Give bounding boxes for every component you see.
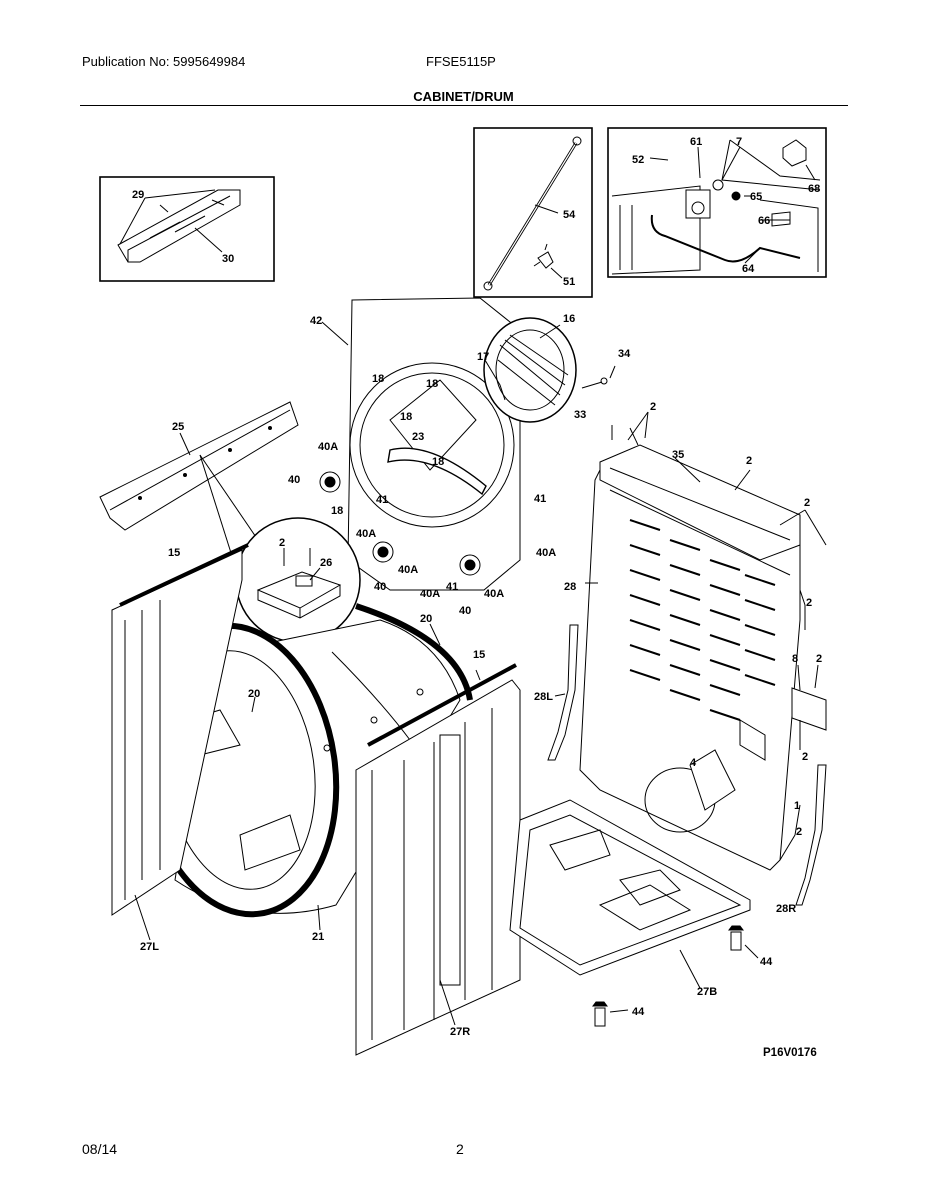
inset-water-valve — [607, 127, 827, 278]
small-plate — [791, 664, 827, 731]
callout-27L: 27L — [140, 941, 159, 953]
vent-grille — [483, 317, 616, 423]
callout-35: 35 — [672, 449, 684, 461]
cabinet-back-panel — [579, 454, 801, 871]
inset-vent-part — [99, 176, 275, 282]
left-side-panel — [111, 543, 249, 941]
callout-2-g: 2 — [802, 751, 808, 763]
callout-52: 52 — [632, 154, 644, 166]
callout-28L: 28L — [534, 691, 553, 703]
callout-29: 29 — [132, 189, 144, 201]
callout-1: 1 — [794, 800, 800, 812]
callout-28: 28 — [564, 581, 576, 593]
callout-40A-c: 40A — [536, 547, 556, 559]
callout-40A-b: 40A — [356, 528, 376, 540]
cabinet-base — [509, 799, 751, 989]
callout-21: 21 — [312, 931, 324, 943]
callout-40A-e: 40A — [484, 588, 504, 600]
callout-40-a: 40 — [288, 474, 300, 486]
callout-54: 54 — [563, 209, 576, 221]
callout-33: 33 — [574, 409, 586, 421]
header-rule — [80, 105, 848, 106]
callout-66: 66 — [758, 215, 770, 227]
callout-41-b: 41 — [534, 493, 546, 505]
callout-44-a: 44 — [760, 956, 773, 968]
callout-20-b: 20 — [248, 688, 260, 700]
publication-number: Publication No: 5995649984 — [82, 54, 246, 69]
callout-68: 68 — [808, 183, 820, 195]
callout-41-a: 41 — [376, 494, 388, 506]
section-title: CABINET/DRUM — [413, 89, 514, 104]
leveling-legs — [592, 925, 759, 1027]
console-bracket — [99, 401, 299, 531]
screw-leaders — [611, 411, 827, 861]
callout-18-c: 18 — [400, 411, 412, 423]
callout-34: 34 — [618, 348, 631, 360]
callout-18-e: 18 — [331, 505, 343, 517]
callout-61: 61 — [690, 136, 702, 148]
callout-8: 8 — [792, 653, 798, 665]
callout-30: 30 — [222, 253, 234, 265]
callout-2-h: 2 — [796, 826, 802, 838]
callout-25: 25 — [172, 421, 184, 433]
callout-17: 17 — [477, 351, 489, 363]
callout-40A-f: 40A — [420, 588, 440, 600]
page-number: 2 — [456, 1141, 464, 1157]
callout-65: 65 — [750, 191, 762, 203]
callout-2-f: 2 — [816, 653, 822, 665]
figure-code: P16V0176 — [763, 1047, 817, 1059]
callout-18-b: 18 — [426, 378, 438, 390]
callout-20-a: 20 — [420, 613, 432, 625]
callout-18-a: 18 — [372, 373, 384, 385]
callout-15-b: 15 — [473, 649, 485, 661]
control-board-zoom — [199, 454, 361, 643]
callout-42: 42 — [310, 315, 322, 327]
callout-16: 16 — [563, 313, 575, 325]
callout-23: 23 — [412, 431, 424, 443]
callout-40A-d: 40A — [398, 564, 418, 576]
callout-41-c: 41 — [446, 581, 458, 593]
footer-date: 08/14 — [82, 1141, 118, 1157]
callout-40-c: 40 — [459, 605, 471, 617]
callout-2-b: 2 — [650, 401, 656, 413]
callout-28R: 28R — [776, 903, 796, 915]
callout-7: 7 — [736, 136, 742, 148]
dryer-drum — [140, 603, 473, 931]
callout-2-a: 2 — [279, 537, 285, 549]
callout-40-b: 40 — [374, 581, 386, 593]
callout-4: 4 — [690, 757, 697, 769]
callout-2-e: 2 — [806, 597, 812, 609]
callout-18-d: 18 — [432, 456, 444, 468]
top-bracket — [599, 444, 801, 561]
callout-27B: 27B — [697, 986, 717, 998]
callout-26: 26 — [320, 557, 332, 569]
callout-44-b: 44 — [632, 1006, 645, 1018]
callout-27R: 27R — [450, 1026, 470, 1038]
callout-64: 64 — [742, 263, 755, 275]
callout-40A-a: 40A — [318, 441, 338, 453]
callout-51: 51 — [563, 276, 575, 288]
model-number: FFSE5115P — [426, 54, 496, 69]
callout-2-d: 2 — [804, 497, 810, 509]
inset-hose — [473, 127, 593, 298]
callout-2-c: 2 — [746, 455, 752, 467]
side-braces — [547, 624, 827, 906]
callout-15-a: 15 — [168, 547, 180, 559]
